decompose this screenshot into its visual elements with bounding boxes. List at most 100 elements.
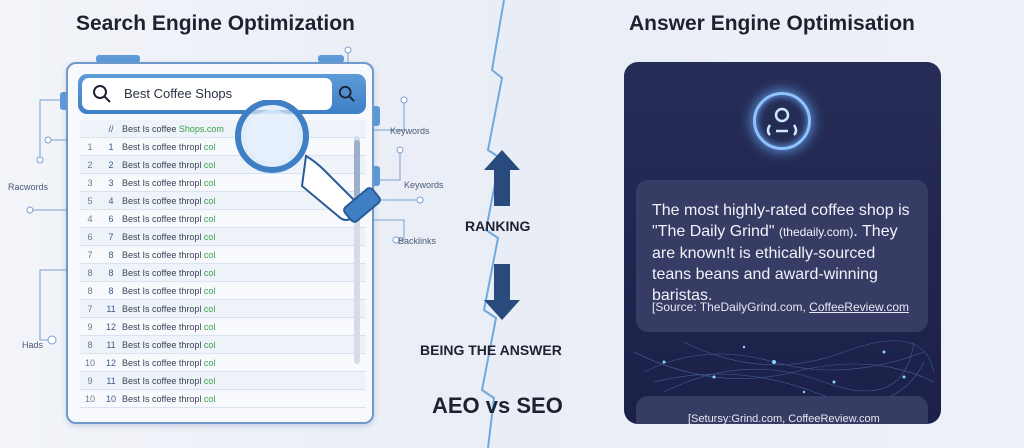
annotation-keywords-mid: Keywords	[404, 180, 444, 190]
answer-box: The most highly-rated coffee shop is "Th…	[636, 180, 928, 332]
result-text: Best Is coffee thropl	[122, 213, 204, 224]
result-url[interactable]: col	[203, 249, 216, 260]
result-position: 11	[106, 303, 116, 314]
result-url[interactable]: col	[203, 159, 216, 170]
source-link[interactable]: CoffeeReview.com	[809, 300, 909, 314]
result-title: Best Is coffee thropl col	[122, 286, 366, 296]
seo-title: Search Engine Optimization	[76, 12, 355, 35]
result-rank: 8	[87, 285, 93, 296]
result-text: Best Is coffee thropl	[122, 375, 204, 386]
result-position: 4	[108, 195, 114, 206]
result-title: Best Is coffee thropl col	[122, 322, 366, 332]
search-icon	[93, 85, 111, 103]
result-title: Best Is coffee thropl col	[122, 142, 366, 152]
arrow-up-icon	[484, 150, 520, 206]
result-rank: 6	[87, 231, 93, 242]
result-text: Best Is coffee thropl	[122, 321, 204, 332]
result-text: Best Is coffee thropl	[122, 285, 204, 296]
result-rank: 8	[87, 267, 93, 278]
scrollbar-thumb[interactable]	[354, 140, 360, 220]
result-url[interactable]: col	[203, 177, 216, 188]
result-url[interactable]: col	[203, 195, 216, 206]
seo-connectors	[26, 46, 424, 345]
result-url[interactable]: col	[203, 285, 216, 296]
result-url[interactable]: col	[203, 321, 216, 332]
ai-assistant-icon	[753, 92, 811, 150]
result-title: Best Is coffee thropl col	[122, 160, 366, 170]
network-graphic	[633, 340, 935, 402]
answer-text: The most highly-rated coffee shop is "Th…	[652, 200, 914, 306]
result-position: 12	[105, 321, 116, 332]
result-position: 6	[108, 213, 114, 224]
search-icon	[338, 85, 355, 102]
result-row[interactable]: 5 4 Best Is coffee thropl col	[80, 192, 366, 210]
result-title: Best Is coffee thropl col	[122, 340, 366, 350]
result-rank: 1	[87, 141, 93, 152]
result-url[interactable]: col	[203, 213, 216, 224]
browser-tab	[60, 92, 68, 110]
result-rank: 5	[87, 195, 93, 206]
result-title: Best Is coffee thropl col	[122, 178, 366, 188]
search-input[interactable]: Best Coffee Shops	[82, 78, 332, 110]
result-url[interactable]: col	[203, 339, 216, 350]
result-url[interactable]: col	[203, 357, 216, 368]
result-text: Best Is coffee thropl	[122, 303, 204, 314]
ranking-label: RANKING	[465, 218, 531, 234]
result-row[interactable]: 1 1 Best Is coffee thropl col	[80, 138, 366, 156]
result-text: Best Is coffee thropl	[122, 339, 204, 350]
annotation-racwords: Racwords	[8, 182, 49, 192]
arrow-down-icon	[484, 264, 520, 320]
being-answer-label: BEING THE ANSWER	[420, 342, 562, 358]
result-url[interactable]: col	[203, 303, 216, 314]
result-position: 3	[108, 177, 114, 188]
browser-tab	[372, 166, 380, 186]
result-title: Best Is coffee thropl col	[122, 214, 366, 224]
result-url[interactable]: Shops.com	[178, 123, 224, 134]
result-position: //	[108, 123, 114, 134]
annotation-keywords-top: Keywords	[390, 126, 430, 136]
result-title: Best Is coffee thropl col	[122, 250, 366, 260]
result-text: Best Is coffee thropl	[122, 357, 204, 368]
result-row[interactable]: 8 8 Best Is coffee thropl col	[80, 264, 366, 282]
result-rank: 9	[87, 321, 93, 332]
magnifying-glass-icon	[235, 100, 381, 223]
result-text: Best Is coffee thropl	[122, 249, 204, 260]
result-url[interactable]: col	[203, 231, 216, 242]
search-bar[interactable]: Best Coffee Shops	[78, 74, 366, 114]
result-title: Best Is coffee thropl col	[122, 304, 366, 314]
result-text: Best Is coffee thropl	[122, 267, 204, 278]
lightning-divider	[480, 0, 505, 448]
result-text: Best Is coffee	[122, 123, 179, 134]
result-url[interactable]: col	[203, 267, 216, 278]
seo-browser-window: Best Coffee Shops // Best Is coffee Shops…	[66, 62, 374, 424]
result-text: Best Is coffee thropl	[122, 177, 204, 188]
search-query: Best Coffee Shops	[124, 86, 233, 101]
result-title: Best Is coffee thropl col	[122, 376, 366, 386]
result-title: Best Is coffee thropl col	[122, 196, 366, 206]
result-url[interactable]: col	[203, 141, 216, 152]
result-position: 1	[108, 141, 114, 152]
result-title: Best Is coffee thropl col	[122, 394, 366, 404]
result-row[interactable]: 9 12 Best Is coffee thropl col	[80, 318, 366, 336]
result-rank: 10	[84, 357, 95, 368]
browser-tab	[372, 106, 380, 126]
result-position: 8	[108, 267, 114, 278]
scrollbar[interactable]	[354, 136, 360, 364]
result-rank: 2	[87, 159, 93, 170]
answer-source: [Source: TheDailyGrind.com, CoffeeReview…	[652, 300, 909, 314]
browser-tab	[318, 55, 344, 63]
search-button[interactable]	[334, 78, 360, 110]
result-url[interactable]: col	[203, 375, 216, 386]
result-url[interactable]: col	[203, 393, 216, 404]
